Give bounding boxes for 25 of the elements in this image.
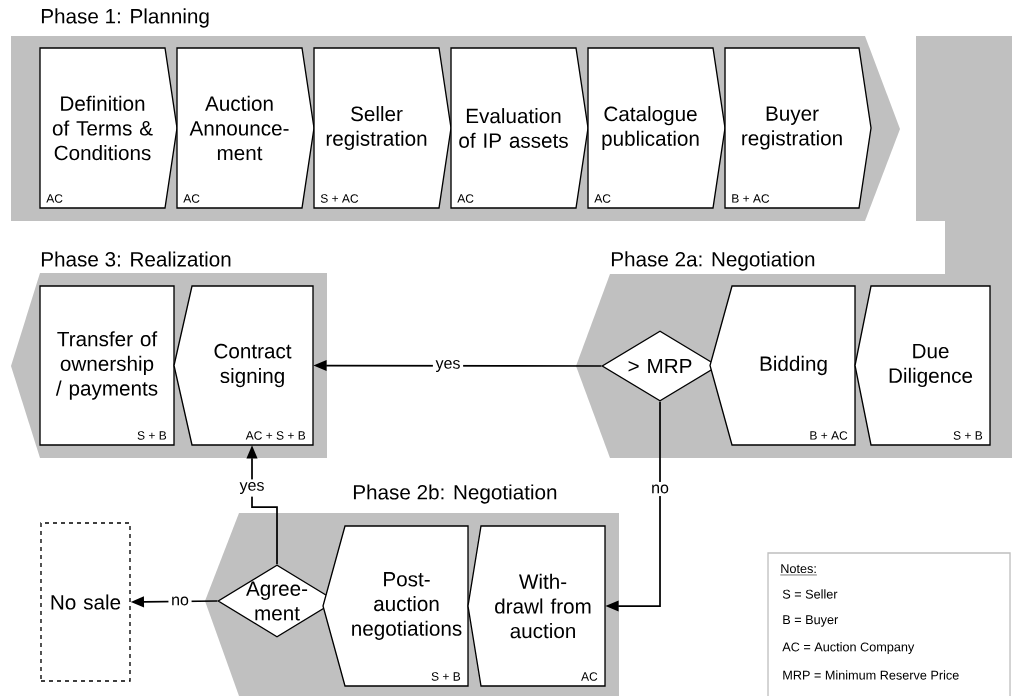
edge-label: yes [236, 479, 268, 497]
process-step: Bidding B + AC [709, 285, 856, 446]
process-step: Transfer of ownership / payments S + B [39, 285, 175, 446]
process-step: Due Diligence S + B [854, 285, 991, 446]
note-text: B = Buyer [783, 615, 839, 627]
process-step: Definition of Terms & Conditions AC [39, 47, 178, 209]
process-step: Catalogue publication AC [587, 47, 726, 209]
process-step: With- drawl from auction AC [467, 525, 606, 687]
node-label: Phase 1: Planning [41, 8, 209, 28]
note-text: S = Seller [782, 589, 838, 599]
process-step: Buyer registration B + AC [724, 47, 872, 209]
node-label: Phase 2a: Negotiation [611, 251, 815, 271]
node-label: Phase 3: Realization [41, 251, 231, 267]
edge-label: no [648, 481, 672, 497]
edge-label: yes [432, 357, 464, 375]
node-label: Phase 2b: Negotiation [353, 484, 557, 504]
outcome-box: No sale [40, 522, 131, 682]
note-text: MRP = Minimum Reserve Price [783, 670, 959, 680]
process-step: Contract signing AC + S + B [173, 285, 314, 446]
note-text: AC = Auction Company [782, 642, 915, 654]
edge-label: no [168, 593, 192, 609]
note-text: Notes: [780, 564, 818, 576]
process-step: Seller registration S + AC [313, 47, 452, 209]
process-step: Auction Announce- ment AC [176, 47, 315, 209]
process-step: Evaluation of IP assets AC [450, 47, 589, 209]
